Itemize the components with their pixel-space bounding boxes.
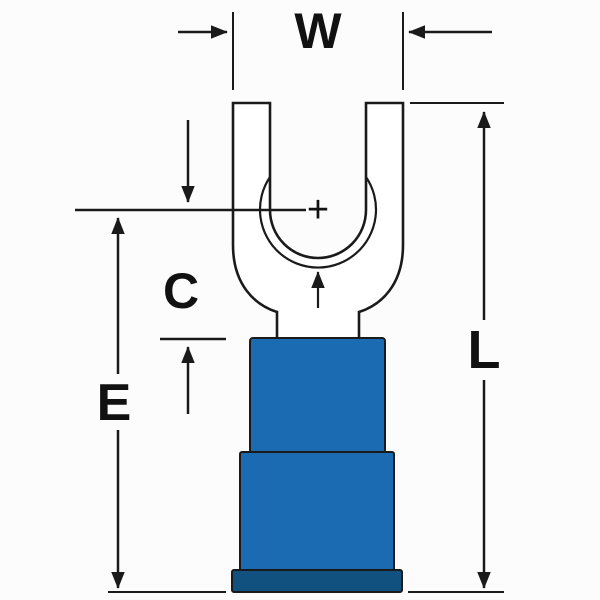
fork-terminal-outline <box>231 101 405 347</box>
stud-seat-arc <box>258 176 378 269</box>
insulation-barrel-upper <box>249 337 386 454</box>
w-label: W <box>294 3 342 59</box>
insulation-barrel-lower <box>239 451 395 572</box>
e-label: E <box>97 374 132 432</box>
stud-center-plus: + <box>307 189 329 231</box>
insulation-base <box>231 569 403 593</box>
c-label: C <box>163 263 199 319</box>
l-label: L <box>468 320 501 380</box>
